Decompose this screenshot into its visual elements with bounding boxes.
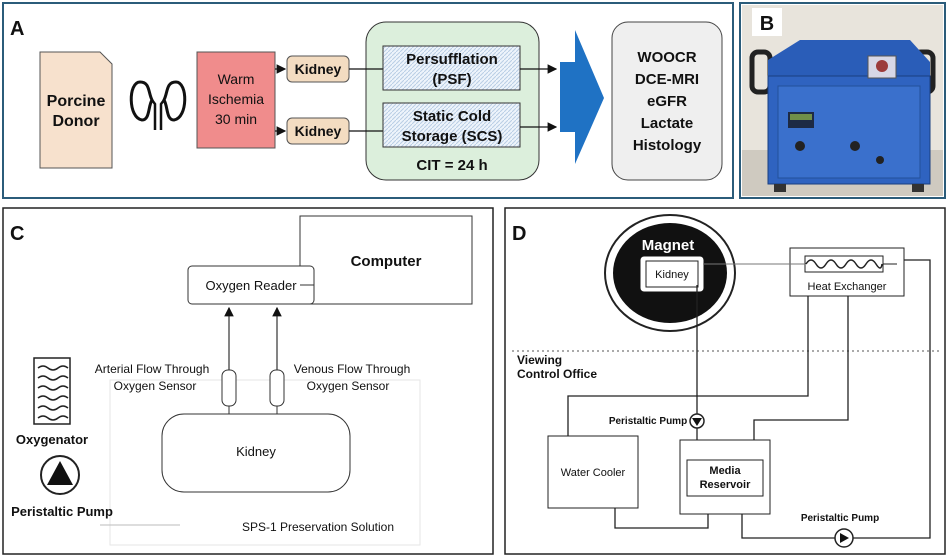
donor-line-1: Porcine bbox=[47, 93, 106, 110]
panel-c-label: C bbox=[10, 223, 24, 245]
warm-ischemia-box bbox=[196, 51, 276, 149]
outcomes-box bbox=[611, 21, 723, 181]
kidney-c-label: Kidney bbox=[236, 444, 276, 459]
solution-label: SPS-1 Preservation Solution bbox=[242, 520, 394, 534]
kidney-box-c bbox=[161, 413, 351, 493]
psf-line-2: (PSF) bbox=[432, 71, 471, 88]
porcine-donor-box bbox=[39, 51, 113, 169]
ischemia-line-1: Warm bbox=[218, 71, 255, 87]
pump-bottom-label: Peristaltic Pump bbox=[801, 513, 879, 524]
water-cooler-box bbox=[547, 435, 639, 509]
ischemia-line-3: 30 min bbox=[215, 111, 257, 127]
arterial-sensor bbox=[221, 369, 237, 407]
panel-a-label: A bbox=[10, 18, 24, 40]
magnet-label: Magnet bbox=[642, 237, 695, 254]
oxygen-reader-label: Oxygen Reader bbox=[205, 278, 297, 293]
panel-c: C Computer Oxygen Reader Arterial Flow T… bbox=[2, 207, 494, 555]
ischemia-line-2: Ischemia bbox=[208, 91, 264, 107]
arterial-line-1: Arterial Flow Through bbox=[95, 362, 210, 376]
panel-d-label: D bbox=[512, 223, 526, 245]
panel-d: D Magnet Kidney Heat Exchanger Viewing C… bbox=[504, 207, 946, 555]
pump-c-label: Peristaltic Pump bbox=[11, 504, 113, 519]
outcome-4: Lactate bbox=[641, 115, 694, 132]
venous-line-2: Oxygen Sensor bbox=[307, 379, 390, 393]
panel-b: B bbox=[739, 2, 946, 199]
cit-label: CIT = 24 h bbox=[416, 157, 487, 174]
viewing-line-1: Viewing bbox=[517, 353, 562, 367]
device-photo bbox=[742, 5, 943, 196]
big-blue-arrow bbox=[560, 30, 604, 164]
scs-line-1: Static Cold bbox=[413, 108, 491, 125]
outcome-5: Histology bbox=[633, 137, 702, 154]
computer-box bbox=[299, 215, 473, 305]
outcome-2: DCE-MRI bbox=[635, 71, 699, 88]
solution-boundary bbox=[109, 379, 421, 546]
peristaltic-pump-icon bbox=[40, 455, 80, 495]
outcome-3: eGFR bbox=[647, 93, 687, 110]
viewing-line-2: Control Office bbox=[517, 367, 597, 381]
kidney-top-label: Kidney bbox=[295, 61, 342, 77]
oxygenator-label: Oxygenator bbox=[16, 432, 88, 447]
psf-line-1: Persufflation bbox=[406, 51, 498, 68]
persufflation-box bbox=[382, 45, 521, 91]
static-cold-storage-box bbox=[382, 102, 521, 148]
outcome-1: WOOCR bbox=[637, 49, 696, 66]
media-line-2: Reservoir bbox=[700, 479, 751, 491]
venous-line-1: Venous Flow Through bbox=[294, 362, 411, 376]
computer-label: Computer bbox=[351, 253, 422, 270]
media-line-1: Media bbox=[709, 465, 741, 477]
kidney-box-d bbox=[645, 260, 699, 288]
scs-line-2: Storage (SCS) bbox=[402, 128, 503, 145]
panel-b-label: B bbox=[760, 13, 774, 35]
kidney-bottom-label: Kidney bbox=[295, 123, 342, 139]
venous-sensor bbox=[269, 369, 285, 407]
pump-top-label: Peristaltic Pump bbox=[609, 416, 687, 427]
water-cooler-label: Water Cooler bbox=[561, 467, 626, 479]
kidney-pair-icon bbox=[129, 80, 187, 130]
heat-coil-icon bbox=[805, 259, 883, 269]
media-reservoir-box bbox=[686, 459, 764, 497]
panel-a: A Porcine Donor Warm Ischemia 30 min Kid… bbox=[2, 2, 734, 199]
tubing bbox=[567, 259, 931, 539]
oxygenator-icon bbox=[33, 357, 71, 425]
arterial-line-2: Oxygen Sensor bbox=[114, 379, 197, 393]
kidney-d-label: Kidney bbox=[655, 269, 689, 281]
heat-exchanger-label: Heat Exchanger bbox=[808, 281, 887, 293]
donor-line-2: Donor bbox=[52, 113, 99, 130]
